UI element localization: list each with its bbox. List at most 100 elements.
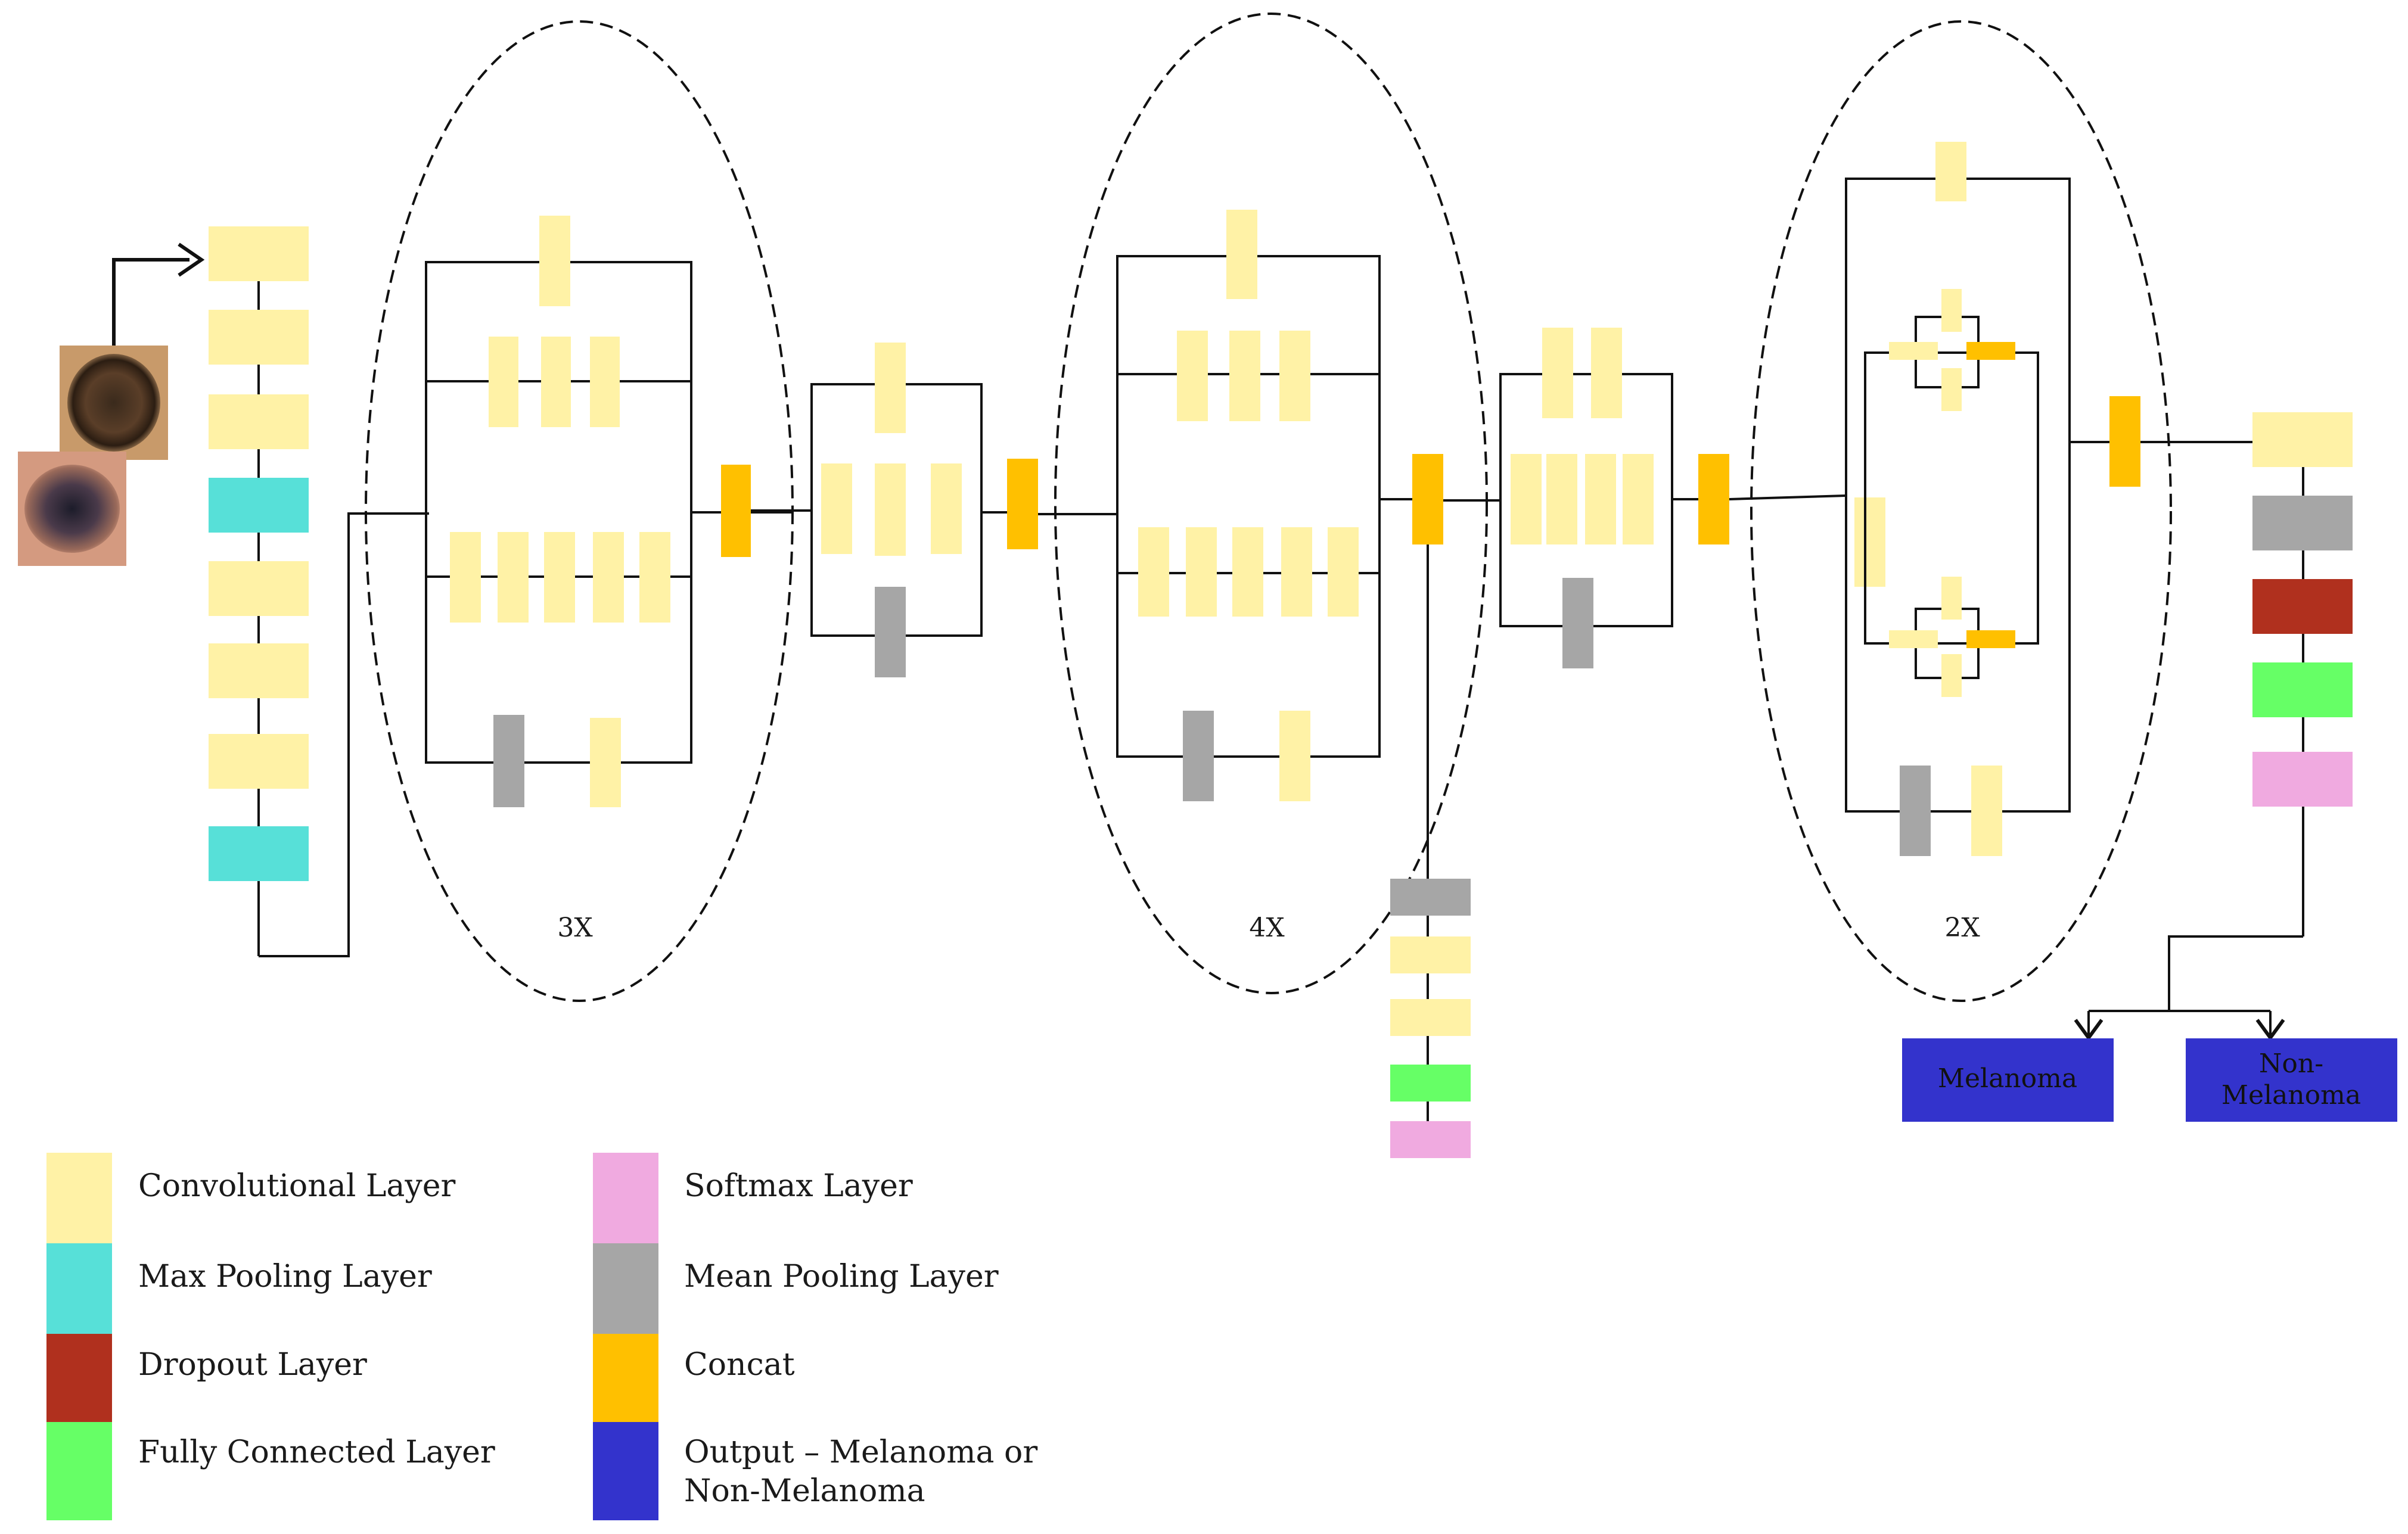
concat-layer xyxy=(1007,459,1038,549)
output-non-melanoma-label-2: Melanoma xyxy=(2221,1080,2361,1110)
conv-layer xyxy=(209,226,309,281)
output-non-melanoma-label-1: Non- xyxy=(2259,1048,2323,1079)
concat-layer xyxy=(721,465,751,557)
conv-layer xyxy=(1390,936,1471,973)
mean-pooling-layer xyxy=(1183,711,1214,801)
repeat-label-2x: 2X xyxy=(1944,913,1980,943)
conv-layer xyxy=(1941,368,1962,411)
conv-layer xyxy=(209,310,309,365)
output-melanoma-label: Melanoma xyxy=(1938,1063,2077,1094)
auxiliary-classifier xyxy=(1390,544,1471,1158)
conv-layer xyxy=(1941,289,1962,332)
conv-layer xyxy=(1229,331,1260,421)
mean-pooling-layer xyxy=(1900,766,1931,856)
dropout-layer xyxy=(2252,579,2353,634)
input-arrowhead xyxy=(178,242,205,277)
conv-layer xyxy=(1546,454,1577,544)
legend-label-max-pooling: Max Pooling Layer xyxy=(138,1259,432,1295)
lesion-image-2-spot xyxy=(24,465,120,553)
mean-pooling-layer xyxy=(1390,879,1471,916)
conv-layer xyxy=(541,337,571,427)
conv-layer xyxy=(1328,527,1359,617)
conv-layer xyxy=(1279,711,1310,801)
concat-layer xyxy=(1412,454,1443,544)
conv-layer xyxy=(1232,527,1263,617)
conv-layer xyxy=(590,337,620,427)
fully-connected-layer xyxy=(2252,662,2353,717)
repeat-boundary-2x xyxy=(1750,20,2172,1002)
conv-layer xyxy=(1941,654,1962,697)
input-images xyxy=(18,242,205,566)
conv-layer xyxy=(209,561,309,616)
conv-layer xyxy=(1279,331,1310,421)
inception-block-c: 2X xyxy=(1750,20,2172,1002)
conv-layer xyxy=(1177,331,1208,421)
conv-layer xyxy=(209,394,309,449)
conv-layer xyxy=(1281,527,1312,617)
output-melanoma xyxy=(1902,1038,2114,1122)
fully-connected-layer xyxy=(1390,1065,1471,1102)
conv-layer xyxy=(498,532,529,623)
mean-pooling-layer xyxy=(2252,496,2353,550)
conv-layer xyxy=(639,532,670,623)
legend-swatch-dropout xyxy=(46,1334,112,1422)
conv-layer xyxy=(489,337,518,427)
lesion-image-1-spot xyxy=(67,354,160,452)
legend-label-dropout: Dropout Layer xyxy=(138,1347,367,1383)
conv-layer xyxy=(1138,527,1169,617)
output-non-melanoma xyxy=(2186,1038,2397,1122)
conv-layer xyxy=(2252,412,2353,467)
classifier-head: Melanoma Non- Melanoma xyxy=(1902,412,2397,1122)
legend-label-softmax: Softmax Layer xyxy=(684,1168,913,1204)
conv-layer xyxy=(821,463,852,554)
concat-layer xyxy=(2109,396,2140,487)
repeat-boundary-4x xyxy=(1054,13,1488,994)
conv-layer xyxy=(1854,497,1885,587)
legend-label-convolutional: Convolutional Layer xyxy=(138,1168,456,1204)
stem xyxy=(209,226,429,957)
conv-layer xyxy=(1186,527,1217,617)
conv-layer xyxy=(1941,577,1962,620)
softmax-layer xyxy=(1390,1121,1471,1158)
conv-layer xyxy=(1889,342,1938,360)
reduction-block-a xyxy=(810,343,1007,677)
conv-layer xyxy=(1511,454,1542,544)
conv-layer xyxy=(1971,766,2002,856)
legend-label-concat: Concat xyxy=(684,1347,795,1383)
concat-layer xyxy=(1966,630,2015,648)
conv-layer xyxy=(875,463,906,556)
conv-layer xyxy=(1591,328,1622,418)
conv-layer xyxy=(593,532,624,623)
repeat-label-4x: 4X xyxy=(1249,913,1285,943)
conv-layer xyxy=(1889,630,1938,648)
conv-layer xyxy=(539,216,570,306)
mean-pooling-layer xyxy=(493,715,524,807)
reduction-block-b xyxy=(1499,328,1698,668)
legend: Convolutional Layer Max Pooling Layer Dr… xyxy=(46,1153,1037,1520)
conv-layer xyxy=(1226,210,1257,299)
legend-label-output-line2: Non-Melanoma xyxy=(684,1473,925,1509)
legend-swatch-concat xyxy=(593,1334,658,1422)
conv-layer xyxy=(590,718,621,807)
legend-label-mean-pooling: Mean Pooling Layer xyxy=(684,1259,999,1295)
conv-layer xyxy=(1542,328,1573,418)
conv-layer xyxy=(1623,454,1654,544)
inception-block-b: 4X xyxy=(1054,13,1488,994)
conv-layer xyxy=(544,532,575,623)
conv-layer xyxy=(450,532,481,623)
conv-layer xyxy=(931,463,962,554)
legend-label-fully-connected: Fully Connected Layer xyxy=(138,1435,495,1470)
conv-layer xyxy=(209,734,309,789)
legend-swatch-convolutional xyxy=(46,1153,112,1243)
softmax-layer xyxy=(2252,752,2353,807)
conv-layer xyxy=(875,343,906,433)
legend-swatch-fully-connected xyxy=(46,1422,112,1520)
legend-label-output-line1: Output – Melanoma or xyxy=(684,1435,1037,1470)
inception-block-a: 3X xyxy=(365,20,794,1002)
repeat-label-3x: 3X xyxy=(557,913,593,943)
legend-swatch-output xyxy=(593,1422,658,1520)
concat-layer xyxy=(1966,342,2015,360)
mean-pooling-layer xyxy=(1562,578,1593,668)
conv-layer xyxy=(1390,999,1471,1036)
